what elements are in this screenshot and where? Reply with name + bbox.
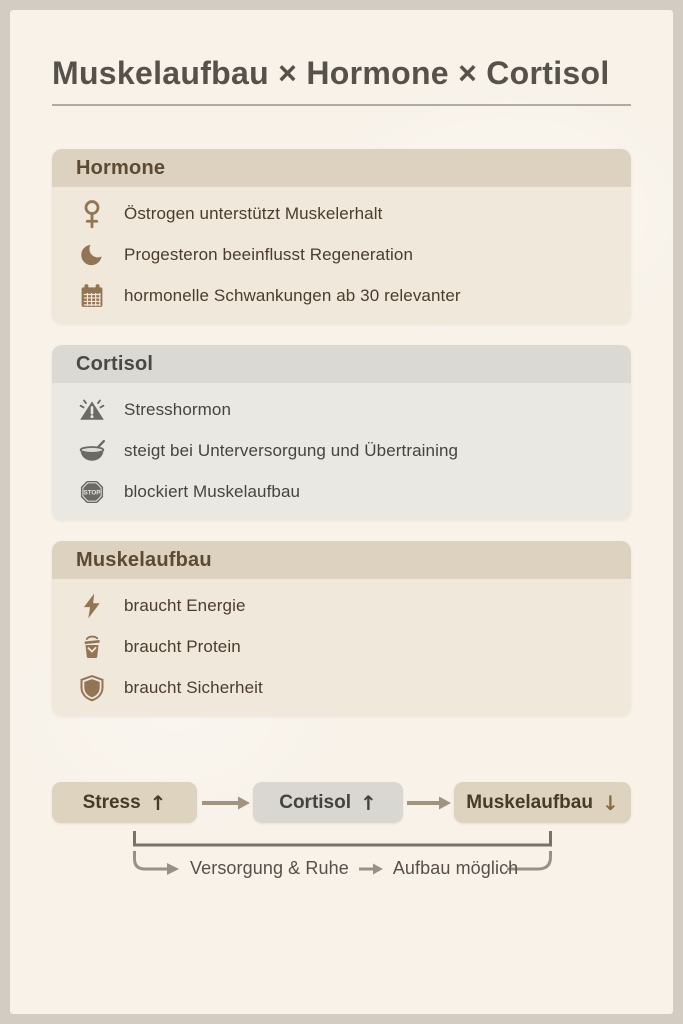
title-block: Muskelaufbau × Hormone × Cortisol xyxy=(52,10,631,106)
list-item: braucht Protein xyxy=(76,626,607,667)
arrow-right-icon xyxy=(406,796,451,809)
flow-node-cortisol: Cortisol ↑ xyxy=(253,782,403,823)
up-arrow-icon: ↑ xyxy=(149,790,167,815)
loop-lines xyxy=(133,831,552,875)
loop-label-1: Versorgung & Ruhe xyxy=(190,858,349,878)
flow-node-label: Cortisol xyxy=(279,791,351,813)
list-item: braucht Energie xyxy=(76,585,607,626)
shield-icon xyxy=(76,674,108,702)
card-title: Cortisol xyxy=(76,352,154,375)
list-item: hormonelle Schwankungen ab 30 relevanter xyxy=(76,275,607,316)
item-text: braucht Protein xyxy=(124,636,241,656)
list-item: braucht Sicherheit xyxy=(76,667,607,708)
list-item: STOP blockiert Muskelaufbau xyxy=(76,471,607,512)
page-title: Muskelaufbau × Hormone × Cortisol xyxy=(52,55,610,91)
calendar-icon xyxy=(76,283,108,309)
list-item: steigt bei Unterversorgung und Übertrain… xyxy=(76,430,607,471)
item-text: braucht Energie xyxy=(124,595,246,615)
card-header: Hormone xyxy=(52,149,631,187)
lightning-icon xyxy=(76,592,108,620)
loop-label-2: Aufbau möglich xyxy=(392,858,519,878)
up-arrow-icon: ↑ xyxy=(360,790,377,815)
card-body: Östrogen unterstützt Muskelerhalt Proges… xyxy=(52,187,631,324)
arrow-right-icon xyxy=(201,796,250,809)
warning-icon xyxy=(76,397,108,423)
shaker-icon xyxy=(76,634,108,660)
item-text: Östrogen unterstützt Muskelerhalt xyxy=(124,203,383,223)
flow-diagram: Stress ↑ Cortisol ↑ Muskelaufbau ↓ xyxy=(52,782,631,901)
item-text: blockiert Muskelaufbau xyxy=(124,481,301,501)
card-header: Muskelaufbau xyxy=(52,541,631,579)
card-header: Cortisol xyxy=(52,345,631,383)
list-item: Progesteron beeinflusst Regeneration xyxy=(76,234,607,275)
card-cortisol: Cortisol Stresshormon xyxy=(52,345,631,520)
list-item: Stresshormon xyxy=(76,389,607,430)
item-text: hormonelle Schwankungen ab 30 relevanter xyxy=(124,285,461,305)
stop-icon-label: STOP xyxy=(84,489,101,496)
flow-row: Stress ↑ Cortisol ↑ Muskelaufbau ↓ xyxy=(52,782,631,823)
stop-icon: STOP xyxy=(76,479,108,505)
moon-icon xyxy=(76,242,108,268)
card-body: braucht Energie braucht Protein xyxy=(52,579,631,716)
card-list: Hormone Östrogen unterstützt Muskelerhal… xyxy=(52,149,631,716)
item-text: steigt bei Unterversorgung und Übertrain… xyxy=(124,440,459,460)
card-body: Stresshormon steigt bei Unterversorgung … xyxy=(52,383,631,520)
item-text: Progesteron beeinflusst Regeneration xyxy=(124,244,414,264)
infographic-page: Muskelaufbau × Hormone × Cortisol Hormon… xyxy=(10,10,673,1014)
item-text: Stresshormon xyxy=(124,399,232,419)
bowl-icon xyxy=(76,438,108,464)
list-item: Östrogen unterstützt Muskelerhalt xyxy=(76,193,607,234)
card-hormone: Hormone Östrogen unterstützt Muskelerhal… xyxy=(52,149,631,324)
arrow-right-icon xyxy=(358,863,383,874)
card-title: Hormone xyxy=(76,156,166,179)
card-muskelaufbau: Muskelaufbau braucht Energie xyxy=(52,541,631,716)
down-arrow-icon: ↓ xyxy=(601,790,619,815)
loop-labels: Versorgung & Ruhe Aufbau möglich xyxy=(190,858,518,879)
female-icon xyxy=(76,199,108,229)
flow-node-stress: Stress ↑ xyxy=(52,782,197,823)
flow-node-label: Muskelaufbau xyxy=(466,791,593,813)
flow-node-muskelaufbau: Muskelaufbau ↓ xyxy=(454,782,631,823)
card-title: Muskelaufbau xyxy=(76,548,212,571)
flow-node-label: Stress xyxy=(82,791,141,813)
feedback-loop: Versorgung & Ruhe Aufbau möglich xyxy=(52,823,631,901)
item-text: braucht Sicherheit xyxy=(124,677,263,697)
